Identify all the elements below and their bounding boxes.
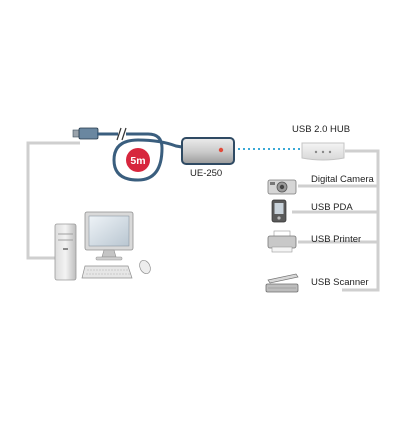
scanner-icon [265,273,299,293]
cable-length-label: 5m [130,155,145,167]
usb-plug-icon [72,127,99,140]
camera-icon [267,179,297,195]
cable-length-badge [126,148,150,172]
device-label-camera: Digital Camera [311,174,374,185]
computer-link-line [26,141,80,260]
extender-model-label: UE-250 [190,168,223,179]
hub-trunk-line [342,149,380,292]
usb-hub-icon [301,142,345,161]
extender-box-icon [181,137,235,165]
printer-icon [267,230,297,253]
hub-label: USB 2.0 HUB [292,124,351,135]
device-label-pda: USB PDA [311,202,353,213]
device-label-printer: USB Printer [311,234,362,245]
pda-icon [271,199,287,223]
connection-lines [26,141,380,292]
desktop-computer-icon [54,211,151,281]
device-label-scanner: USB Scanner [311,277,369,288]
cable-break-icon [116,127,127,141]
usb-cable [97,132,183,182]
